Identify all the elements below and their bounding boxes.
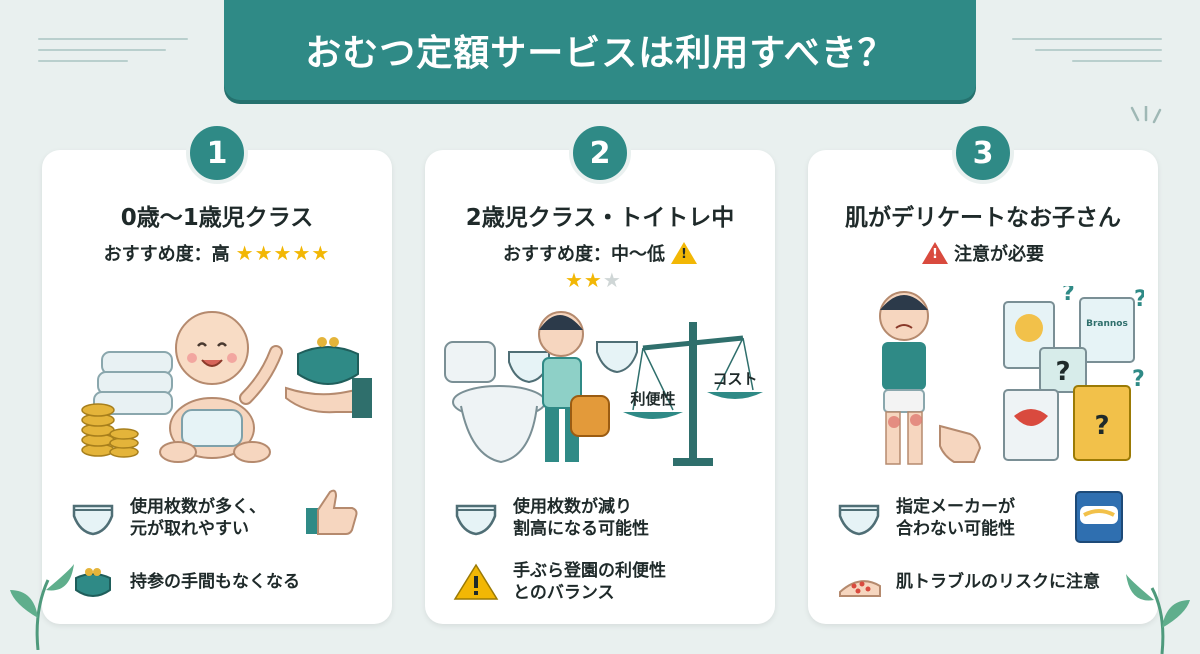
leaf-decoration-left — [10, 564, 74, 650]
concern-item: 肌トラブルのリスクに注意 — [836, 562, 1100, 602]
item-text: 肌トラブルのリスクに注意 — [896, 571, 1100, 592]
item-text: 使用枚数が減り — [513, 497, 632, 517]
caution-row: ! 注意が必要 — [808, 240, 1158, 266]
backpack-icon — [570, 395, 610, 437]
decorative-lines-right — [1012, 38, 1162, 71]
recommendation-row: おすすめ度：中〜低 ! — [425, 240, 775, 266]
concern-item: 使用枚数が減り 割高になる可能性 — [453, 496, 649, 540]
scale-label-convenience: 利便性 — [630, 390, 675, 408]
item-text: とのバランス — [513, 583, 615, 604]
thumbs-up-icon — [306, 489, 358, 535]
item-text: 指定メーカーが — [896, 497, 1015, 517]
page-title: おむつ定額サービスは利用すべき？ — [305, 33, 895, 74]
card-title: 0歳〜1歳児クラス — [120, 205, 314, 231]
star-rating: ★★★★★ — [235, 241, 331, 265]
svg-text:?: ? — [1055, 357, 1070, 387]
question-mark-icon: ? — [1062, 286, 1075, 306]
child-icon — [538, 311, 584, 462]
diaper-icon — [596, 341, 638, 374]
skin-irritation-icon — [839, 580, 881, 597]
sparkle-lines-decoration — [1130, 106, 1162, 124]
item-text: 元が取れやすい — [130, 519, 249, 540]
card-toddler-class: 2 2歳児クラス・トイトレ中 おすすめ度：中〜低 ! ★★★ 利 — [425, 122, 775, 624]
brand-label: Brannos — [1086, 319, 1128, 329]
item-text: 持参の手間もなくなる — [130, 571, 300, 592]
balance-scale-icon — [623, 322, 763, 466]
concern-item: 手ぶら登園の利便性 とのバランス — [453, 560, 666, 604]
recommendation-label: おすすめ度：高 — [103, 244, 230, 265]
warning-icon — [453, 563, 499, 600]
purse-icon — [75, 568, 111, 597]
scale-label-cost: コスト — [712, 370, 757, 388]
toilet-training-illustration: 利便性 コスト — [444, 311, 763, 466]
item-text: 使用枚数が多く、 — [130, 497, 266, 517]
item-text: 割高になる可能性 — [513, 519, 649, 540]
question-mark-icon: ? — [1134, 287, 1144, 312]
toilet-icon — [444, 341, 546, 464]
diaper-icon — [72, 504, 114, 536]
card-title: 2歳児クラス・トイトレ中 — [465, 205, 735, 231]
card-number-badge: 1 — [186, 122, 248, 184]
diaper-package-icon — [1003, 389, 1059, 461]
hand-with-purse-icon — [285, 337, 372, 418]
card-number-badge: 2 — [569, 122, 631, 184]
alert-icon: ! — [922, 242, 948, 264]
card-title: 肌がデリケートなお子さん — [845, 205, 1121, 231]
diaper-icon — [455, 504, 497, 536]
decorative-lines-left — [38, 38, 188, 71]
pointing-hand-icon — [939, 424, 982, 463]
diaper-package-icon: Brannos — [1079, 297, 1135, 363]
baby-with-diapers-illustration — [81, 311, 372, 463]
sad-child-icon — [879, 291, 929, 465]
benefit-item: 使用枚数が多く、 元が取れやすい — [70, 496, 266, 540]
star-rating: ★★★ — [565, 268, 622, 292]
baby-icon — [159, 311, 283, 463]
leaf-decoration-right — [1126, 574, 1190, 654]
diaper-package-icon: ? — [1073, 385, 1131, 461]
diaper-stack-icon — [93, 351, 173, 415]
title-banner: おむつ定額サービスは利用すべき？ — [224, 0, 976, 100]
caution-label: 注意が必要 — [954, 244, 1044, 265]
recommendation-row: おすすめ度：高 ★★★★★ — [42, 240, 392, 266]
child-with-skin-rash-illustration: Brannos ? ? ? ? ? — [879, 286, 1144, 465]
coin-stack-icon — [81, 403, 139, 458]
card-sensitive-skin: 3 肌がデリケートなお子さん ! 注意が必要 Brannos ? ? ? ? — [808, 122, 1158, 624]
benefit-item: 持参の手間もなくなる — [70, 562, 300, 602]
concern-item: 指定メーカーが 合わない可能性 — [836, 496, 1015, 540]
warning-icon: ! — [671, 242, 697, 264]
item-text: 合わない可能性 — [896, 519, 1015, 540]
diaper-package-icon — [1075, 491, 1123, 543]
card-infant-class: 1 0歳〜1歳児クラス おすすめ度：高 ★★★★★ — [42, 122, 392, 624]
svg-text:?: ? — [1094, 411, 1109, 441]
question-mark-icon: ? — [1132, 367, 1144, 392]
item-text: 手ぶら登園の利便性 — [513, 561, 666, 581]
recommendation-label: おすすめ度：中〜低 — [503, 244, 665, 265]
diaper-icon — [838, 504, 880, 536]
card-number-badge: 3 — [952, 122, 1014, 184]
question-card-icon: ? — [1039, 347, 1087, 393]
